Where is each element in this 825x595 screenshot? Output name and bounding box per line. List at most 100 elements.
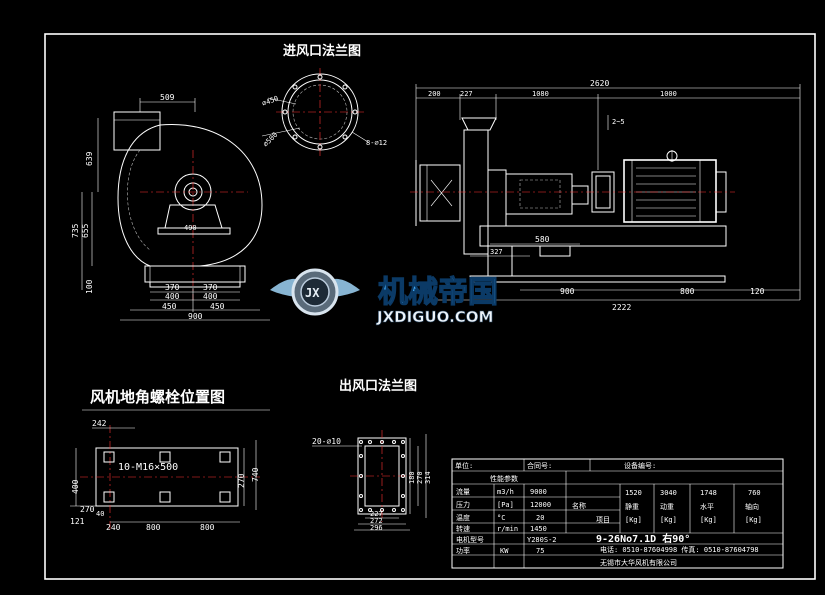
drawing-border	[44, 33, 816, 580]
row-value-5: 75	[536, 547, 544, 555]
row-value-3: 1450	[530, 525, 547, 533]
brand-url: JXDIGUO.COM	[376, 308, 493, 326]
title-block: 单位: 合同号: 设备编号: 性能参数 流量 m3/h 9000 压力 [Pa]…	[451, 458, 784, 569]
row-name-5: 功率	[456, 546, 470, 555]
inlet-flange-view: 进风口法兰图 ⌀450 ⌀500 8-⌀12	[261, 43, 387, 156]
dim-900: 900	[188, 312, 203, 321]
dim-370-left: 370	[165, 283, 180, 292]
dim-296: 296	[370, 524, 383, 532]
name-label: 名称	[572, 501, 586, 510]
dim-400-right: 400	[203, 292, 218, 301]
row-unit-2: °C	[497, 514, 505, 522]
dim-490: 490	[184, 224, 197, 232]
weight-label-3: 轴向	[745, 502, 759, 511]
dim-2620: 2620	[590, 79, 609, 88]
dim-dia-500: ⌀500	[262, 131, 280, 149]
front-view: 509 639 735 655 100 490 370 370 400 400 …	[71, 93, 270, 321]
dim-450-right: 450	[210, 302, 225, 311]
dim-227: 227	[460, 90, 473, 98]
model-number: 9-26No7.1D 右90°	[596, 532, 690, 545]
row-unit-1: [Pa]	[497, 501, 514, 509]
weight-unit-2: [Kg]	[700, 516, 717, 524]
dim-800-bolt-a: 800	[146, 523, 161, 532]
dim-180: 180	[408, 471, 416, 484]
weight-value-1: 3040	[660, 489, 677, 497]
dim-327: 327	[490, 248, 503, 256]
weight-unit-0: [Kg]	[625, 516, 642, 524]
outlet-flange-title: 出风口法兰图	[339, 378, 417, 394]
weight-label-2: 水平	[700, 502, 714, 511]
outlet-flange-view: 出风口法兰图 20-⌀10 180 270 314 227 272 296	[312, 378, 432, 532]
dim-800-side: 800	[680, 287, 695, 296]
bolt-layout-view: 风机地角螺栓位置图 242 10-M16×500 400 270 121 240…	[70, 388, 270, 532]
row-name-1: 压力	[456, 500, 470, 509]
row-value-1: 12000	[530, 501, 551, 509]
weight-label-1: 动重	[660, 502, 674, 511]
dim-240: 240	[106, 523, 121, 532]
dim-120: 120	[750, 287, 765, 296]
side-view: 2620 200 227 1080 1000 2~5 580 327 900 8…	[410, 79, 801, 312]
contact-phone: 电话: 0510-87604998 传真: 0510-87604798	[600, 545, 759, 554]
dim-900-side: 900	[560, 287, 575, 296]
dim-800-bolt-b: 800	[200, 523, 215, 532]
dim-270-bolt: 270	[80, 505, 95, 514]
row-name-3: 转速	[456, 524, 470, 533]
weight-label-0: 静重	[625, 502, 639, 511]
dim-2222: 2222	[612, 303, 631, 312]
dim-740: 740	[251, 467, 260, 482]
bolt-spec: 10-M16×500	[118, 462, 178, 473]
weight-unit-3: [Kg]	[745, 516, 762, 524]
inlet-bolt-spec: 8-⌀12	[366, 139, 387, 147]
dim-314: 314	[424, 471, 432, 484]
bolt-layout-title: 风机地角螺栓位置图	[90, 388, 225, 406]
company-name: 无锡市大华风机有限公司	[600, 558, 677, 567]
dim-370-right: 370	[203, 283, 218, 292]
dim-242: 242	[92, 419, 107, 428]
row-name-2: 温度	[456, 513, 470, 522]
dim-270-outlet: 270	[416, 471, 424, 484]
weight-value-3: 760	[748, 489, 761, 497]
dim-dia-450: ⌀450	[261, 95, 280, 108]
brand-watermark: JX 机械帝国 JXDIGUO.COM	[270, 268, 499, 326]
dim-100: 100	[85, 279, 94, 294]
dim-400-bolt: 400	[71, 479, 80, 494]
dim-1000: 1000	[660, 90, 677, 98]
row-name-0: 流量	[456, 487, 470, 496]
dim-227-outlet: 227	[370, 510, 383, 518]
dim-272: 272	[370, 517, 383, 525]
logo-text: JX	[305, 286, 320, 300]
dim-40: 40	[96, 510, 104, 518]
equipment-label: 设备编号:	[624, 461, 656, 470]
dim-1080: 1080	[532, 90, 549, 98]
row-unit-0: m3/h	[497, 488, 514, 496]
performance-label: 性能参数	[490, 474, 518, 483]
dim-735: 735	[71, 223, 80, 238]
weight-unit-1: [Kg]	[660, 516, 677, 524]
dim-450-left: 450	[162, 302, 177, 311]
row-value-4: Y280S-2	[527, 536, 557, 544]
dim-655: 655	[81, 223, 90, 238]
dim-580: 580	[535, 235, 550, 244]
outlet-bolt-spec: 20-⌀10	[312, 437, 341, 446]
dim-200: 200	[428, 90, 441, 98]
item-label: 项目	[596, 516, 610, 524]
row-value-0: 9000	[530, 488, 547, 496]
row-value-2: 20	[536, 514, 544, 522]
dim-400-left: 400	[165, 292, 180, 301]
dim-509: 509	[160, 93, 175, 102]
dim-270-right: 270	[237, 473, 246, 488]
weight-value-2: 1748	[700, 489, 717, 497]
unit-label: 单位:	[455, 461, 473, 470]
dim-639: 639	[85, 151, 94, 166]
row-name-4: 电机型号	[456, 535, 484, 544]
row-unit-3: r/min	[497, 525, 518, 533]
dim-2-5: 2~5	[612, 118, 625, 126]
row-unit-5: KW	[500, 547, 509, 555]
contract-label: 合同号:	[527, 461, 552, 470]
inlet-flange-title: 进风口法兰图	[283, 43, 361, 59]
brand-name-cn: 机械帝国	[378, 275, 498, 310]
dim-121: 121	[70, 517, 85, 526]
weight-value-0: 1520	[625, 489, 642, 497]
